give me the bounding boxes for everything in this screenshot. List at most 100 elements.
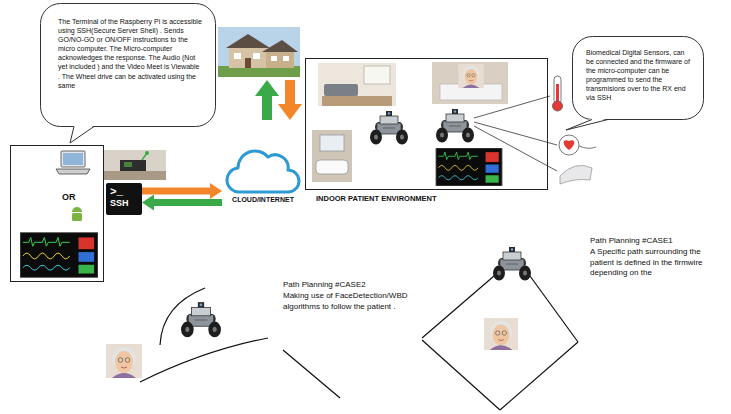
house-photo [283, 56, 289, 61]
heart-rate-sensor [564, 140, 575, 150]
box-border [306, 59, 548, 190]
sensor-lead [474, 126, 557, 171]
laptop-icon [56, 151, 90, 174]
box-border [11, 146, 104, 282]
bathroom-photo [312, 130, 352, 182]
bathroom-photo [312, 130, 352, 182]
following-path [283, 350, 340, 398]
bubble-tail [566, 119, 608, 131]
thermometer-icon [553, 76, 563, 111]
bedroom-photo [432, 62, 508, 104]
patient-photo [484, 318, 518, 350]
downlink-arrow [278, 80, 302, 120]
living-room-photo [322, 96, 392, 106]
downlink-arrow [278, 80, 302, 120]
vitals-monitor [436, 148, 502, 186]
bedroom-photo [458, 64, 483, 88]
living-room-photo [318, 63, 396, 106]
patient-photo [106, 344, 142, 378]
living-room-photo [364, 66, 390, 84]
house-photo [271, 56, 277, 61]
arrow-head [210, 183, 222, 199]
living-room-photo [324, 84, 358, 96]
house-photo [234, 53, 241, 59]
prompt-symbol: >_ [110, 186, 138, 198]
case-description: Making use of FaceDetection/WBD algorith… [283, 291, 433, 312]
uplink-arrow [255, 80, 279, 120]
heart-rate-sensor [559, 135, 579, 155]
patient-environment-box: INDOOR PATIENT ENVIRONMENT [305, 58, 548, 208]
laptop-icon [56, 169, 90, 174]
android-icon [72, 207, 82, 221]
pulse-oximeter [560, 165, 592, 184]
house-photo [266, 52, 294, 68]
surrounding-path [422, 276, 494, 338]
android-icon [72, 207, 82, 212]
laptop-icon [63, 153, 83, 165]
bubble-tail [566, 120, 608, 131]
robot-image [370, 111, 408, 145]
callout-bubble: The Terminal of the Raspberry Pi is acce… [40, 3, 216, 127]
robot-image [181, 302, 221, 337]
house-photo [218, 27, 300, 77]
raspberry-pi-photo [120, 160, 146, 171]
cloud-symbol [227, 151, 299, 192]
patient-photo [106, 318, 518, 378]
raspberry-pi-photo [104, 150, 166, 180]
or-label: OR [62, 192, 76, 202]
bubble-tail [70, 126, 94, 144]
house-photo [226, 34, 270, 48]
case-description: A Specific path surrounding the patient … [590, 247, 726, 278]
bubble-tail [70, 127, 94, 144]
environment-label: INDOOR PATIENT ENVIRONMENT [316, 194, 437, 203]
cloud-label: CLOUD/INTERNET [232, 196, 294, 203]
patient-environment-box-outline [305, 58, 548, 208]
robot-image [370, 109, 474, 145]
pulse-oximeter [560, 165, 592, 184]
following-path [140, 338, 268, 382]
raspberry-pi-photo [145, 151, 149, 155]
house-photo [253, 53, 260, 59]
surrounding-path [500, 342, 578, 410]
surrounding-path [422, 340, 500, 410]
arrow-shaft [142, 188, 212, 195]
surrounding-path [530, 276, 578, 342]
house-photo [262, 40, 298, 52]
bubble-body [573, 37, 704, 120]
house-photo [218, 27, 300, 77]
raspberry-pi-photo [104, 150, 166, 180]
bubble-body [41, 4, 216, 127]
robot-image [181, 247, 531, 337]
case-heading: Path Planning #CASE1 [590, 236, 726, 246]
thermometer-icon [554, 76, 561, 104]
cloud-node: CLOUD/INTERNET [222, 140, 304, 210]
house-photo [245, 58, 251, 68]
data-link-arrow [142, 194, 222, 210]
surrounding-path [422, 276, 578, 410]
thermometer-icon [553, 101, 563, 111]
robot-image [493, 247, 531, 281]
ssh-terminal-icon: >_SSH [106, 183, 142, 215]
ssh-label: SSH [110, 198, 138, 209]
heart-rate-sensor [559, 135, 596, 155]
arrow-head [142, 194, 154, 210]
sensor-lead [474, 122, 557, 145]
vitals-monitor [20, 233, 98, 278]
laptop-icon [61, 151, 85, 167]
android-icon [72, 213, 82, 221]
case-heading: Path Planning #CASE2 [283, 280, 443, 290]
terminal-background [106, 183, 142, 215]
robot-image [436, 109, 474, 143]
client-device-box: OR [10, 145, 104, 282]
uplink-arrow [255, 80, 279, 120]
raspberry-pi-photo [104, 171, 166, 180]
sensor-lead [474, 96, 557, 171]
sensor-lead [474, 96, 550, 118]
client-device-box-outline [10, 145, 104, 282]
raspberry-pi-photo [124, 162, 132, 167]
callout-text: Biomedical Digital Sensors, can be conne… [586, 48, 692, 103]
sensor-callout-bubble: Biomedical Digital Sensors, can be conne… [572, 36, 704, 120]
callout-text: The Terminal of the Raspberry Pi is acce… [58, 17, 202, 90]
house-photo [229, 48, 267, 68]
